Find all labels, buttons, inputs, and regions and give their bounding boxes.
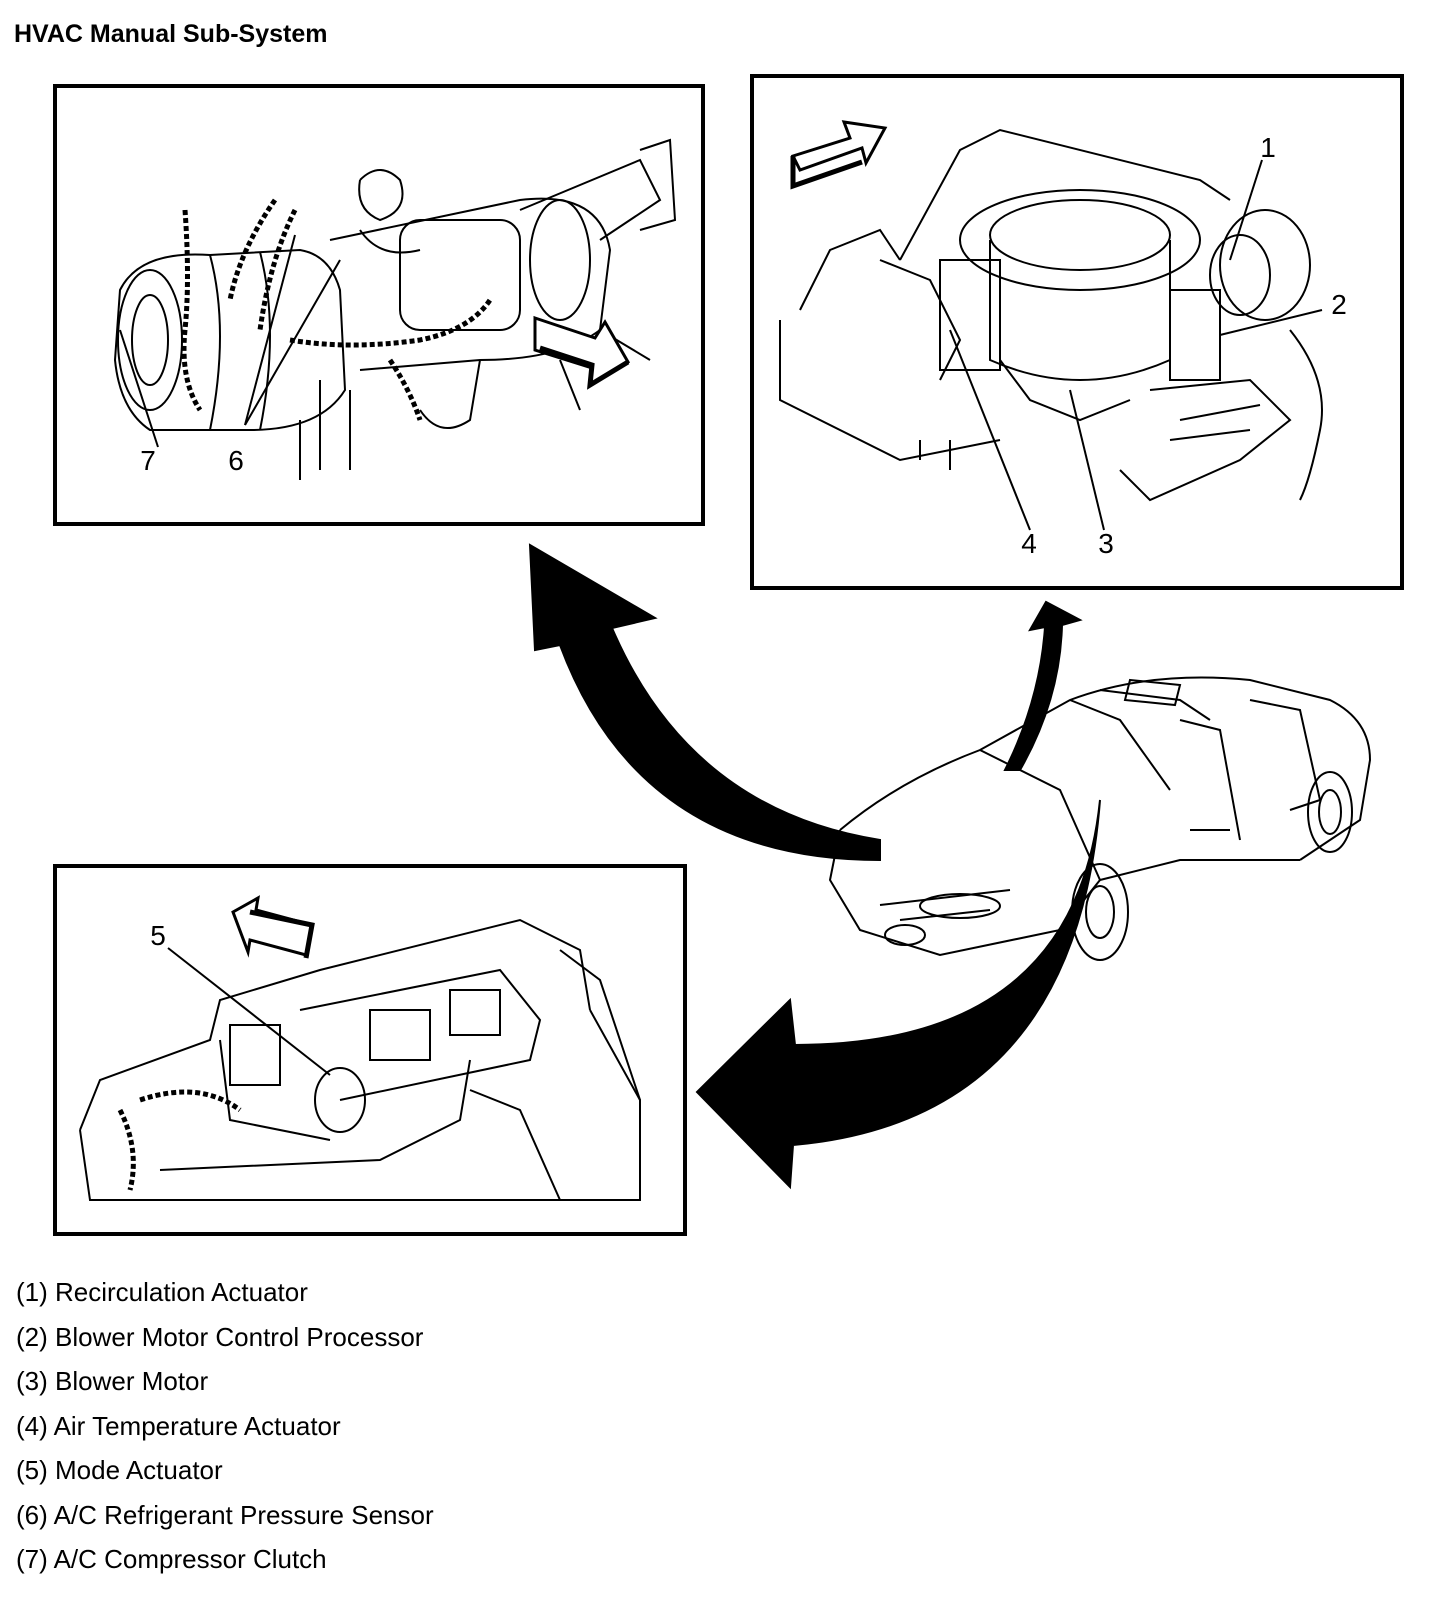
legend-item-5: (5) Mode Actuator [16, 1455, 223, 1485]
callout-7: 7 [140, 445, 156, 476]
legend-item-7: (7) A/C Compressor Clutch [16, 1544, 327, 1574]
legend-item-3: (3) Blower Motor [16, 1366, 209, 1396]
callout-6: 6 [228, 445, 244, 476]
legend-item-4: (4) Air Temperature Actuator [16, 1410, 341, 1441]
callout-4: 4 [1021, 528, 1037, 559]
legend-item-1: (1) Recirculation Actuator [16, 1277, 308, 1307]
legend-item-6: (6) A/C Refrigerant Pressure Sensor [16, 1499, 434, 1530]
callout-5: 5 [150, 920, 166, 951]
callout-3: 3 [1098, 528, 1114, 559]
panel-hvac-module: 5 [53, 864, 687, 1236]
vehicle-outline [828, 676, 1372, 961]
panel-compressor: 7 6 [53, 84, 705, 526]
legend-list: (1) Recirculation Actuator (2) Blower Mo… [16, 1278, 434, 1590]
callout-2: 2 [1331, 289, 1347, 320]
diagram-title: HVAC Manual Sub-System [14, 20, 328, 48]
legend-item-2: (2) Blower Motor Control Processor [16, 1321, 424, 1352]
panel-blower-module: 1 2 3 4 [750, 74, 1404, 590]
callout-1: 1 [1260, 132, 1276, 163]
pointer-arrows [528, 543, 1101, 1190]
